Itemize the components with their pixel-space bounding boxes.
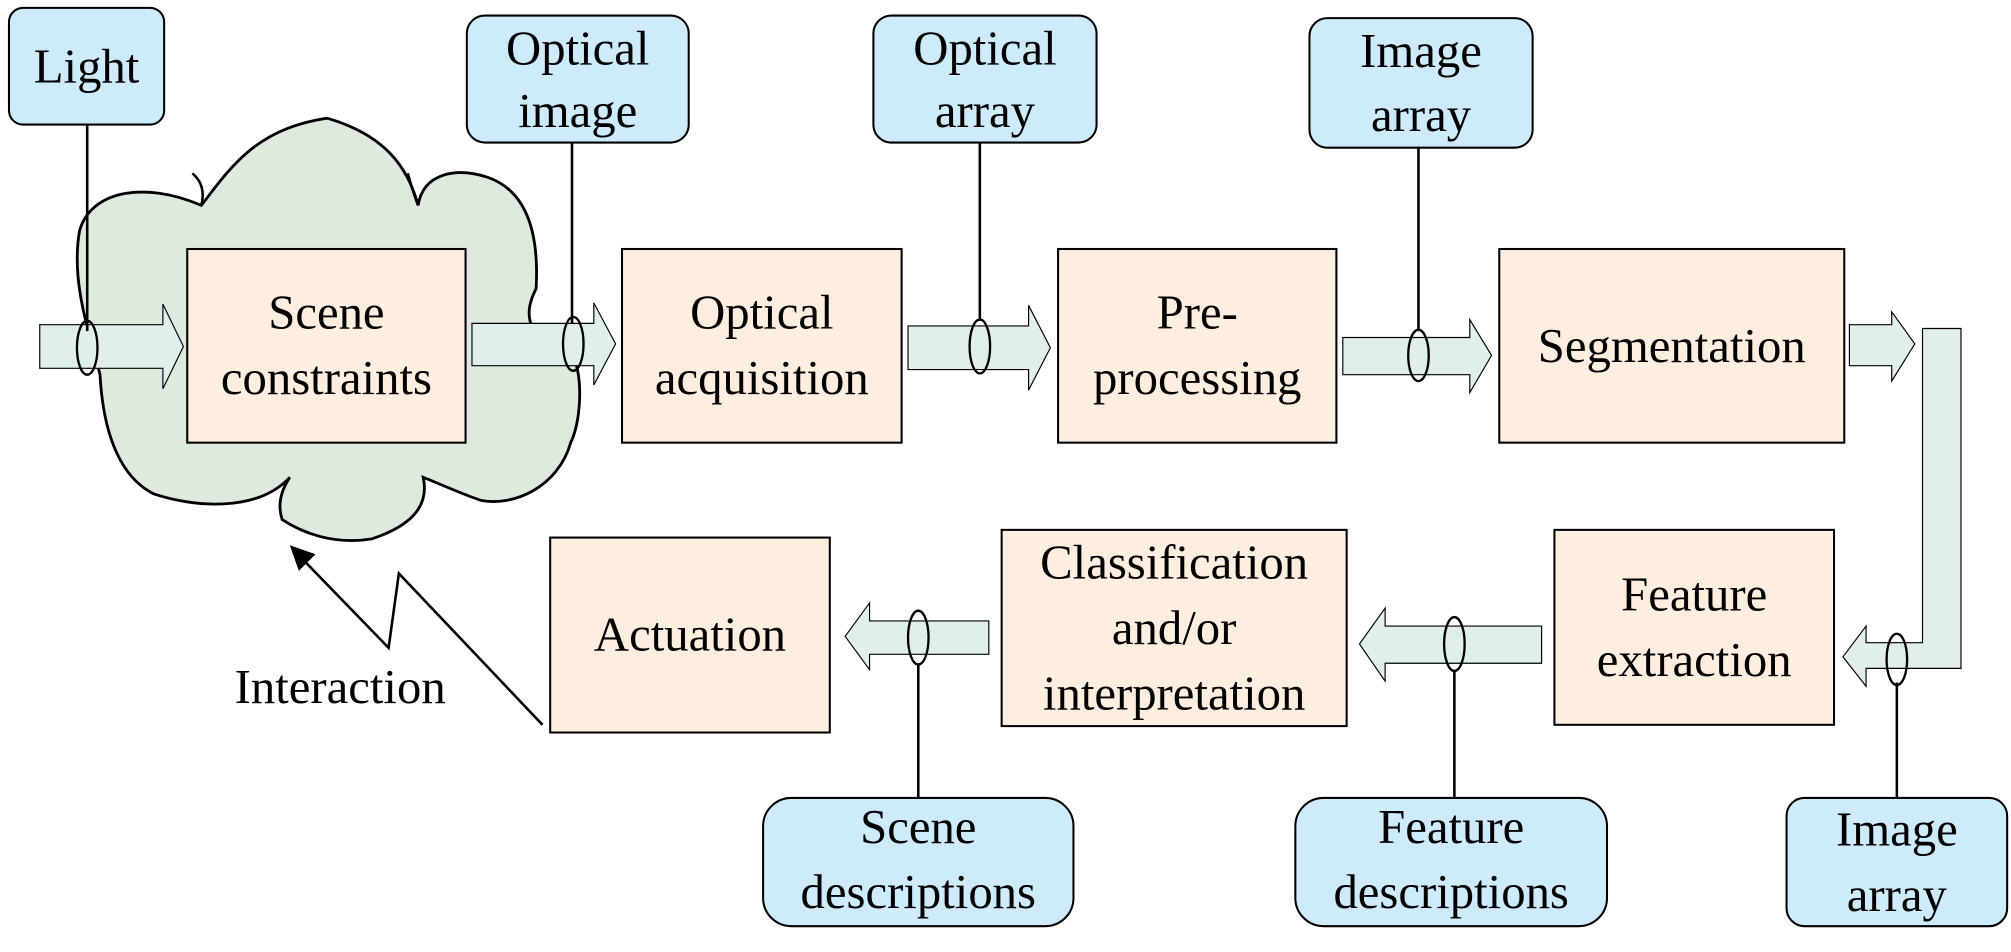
cloud-crease bbox=[191, 172, 204, 206]
light-text: Light bbox=[34, 39, 140, 93]
image-array-bottom-line1: Image bbox=[1836, 802, 1958, 856]
process-preprocessing: Pre- processing bbox=[1057, 247, 1338, 444]
image-array-bottom-line2: array bbox=[1847, 868, 1948, 922]
cloud-crease bbox=[406, 172, 420, 206]
feature-extraction-line1: Feature bbox=[1621, 568, 1767, 622]
scene-descriptions-line2: descriptions bbox=[801, 865, 1036, 919]
segmentation-line1: Segmentation bbox=[1538, 319, 1806, 373]
label-image-array-bottom: Image array bbox=[1785, 632, 2009, 928]
flow-arrow bbox=[1358, 606, 1543, 684]
process-optical-acquisition: Optical acquisition bbox=[620, 247, 903, 444]
scene-constraints-line2: constraints bbox=[221, 351, 432, 405]
flow-arrow bbox=[39, 303, 185, 390]
feature-extraction-line2: extraction bbox=[1597, 633, 1792, 687]
process-feature-extraction: Feature extraction bbox=[1553, 528, 1836, 726]
optical-acquisition-line2: acquisition bbox=[655, 351, 869, 405]
classification-line3: interpretation bbox=[1043, 666, 1305, 720]
feature-descriptions-line1: Feature bbox=[1378, 800, 1524, 854]
classification-line2: and/or bbox=[1112, 601, 1236, 655]
optical-array-line1: Optical bbox=[913, 21, 1056, 75]
label-optical-array: Optical array bbox=[872, 14, 1098, 375]
image-array-top-line2: array bbox=[1371, 88, 1472, 142]
flow-arrow bbox=[907, 305, 1052, 391]
image-array-top-line1: Image bbox=[1360, 24, 1482, 78]
label-image-array-top: Image array bbox=[1308, 17, 1534, 383]
flow-connector-l bbox=[1842, 327, 1962, 689]
optical-image-line2: image bbox=[518, 84, 637, 138]
preprocessing-line1: Pre- bbox=[1157, 286, 1238, 340]
label-feature-descriptions: Feature descriptions bbox=[1294, 615, 1609, 928]
flow-arrow bbox=[1342, 317, 1493, 395]
interaction-arrowhead bbox=[289, 545, 316, 571]
label-light: Light bbox=[7, 6, 166, 376]
process-classification: Classification and/or interpretation bbox=[1000, 528, 1348, 728]
scene-constraints-line1: Scene bbox=[268, 286, 384, 340]
process-actuation: Actuation bbox=[549, 536, 831, 734]
process-scene-constraints: Scene constraints bbox=[186, 247, 467, 444]
optical-image-line1: Optical bbox=[506, 21, 649, 75]
flow-arrow bbox=[844, 601, 990, 672]
optical-acquisition-line1: Optical bbox=[690, 286, 833, 340]
actuation-line1: Actuation bbox=[594, 607, 786, 661]
process-segmentation: Segmentation bbox=[1498, 247, 1846, 444]
label-optical-image: Optical image bbox=[465, 14, 690, 372]
classification-line1: Classification bbox=[1040, 536, 1308, 590]
scene-descriptions-line1: Scene bbox=[860, 800, 976, 854]
flow-arrow bbox=[1848, 310, 1916, 384]
label-scene-descriptions: Scene descriptions bbox=[762, 609, 1075, 928]
feature-descriptions-line2: descriptions bbox=[1333, 865, 1568, 919]
interaction-label: Interaction bbox=[235, 660, 446, 714]
optical-array-line2: array bbox=[935, 84, 1036, 138]
interaction-arrow bbox=[289, 545, 544, 726]
preprocessing-line2: processing bbox=[1093, 351, 1301, 405]
